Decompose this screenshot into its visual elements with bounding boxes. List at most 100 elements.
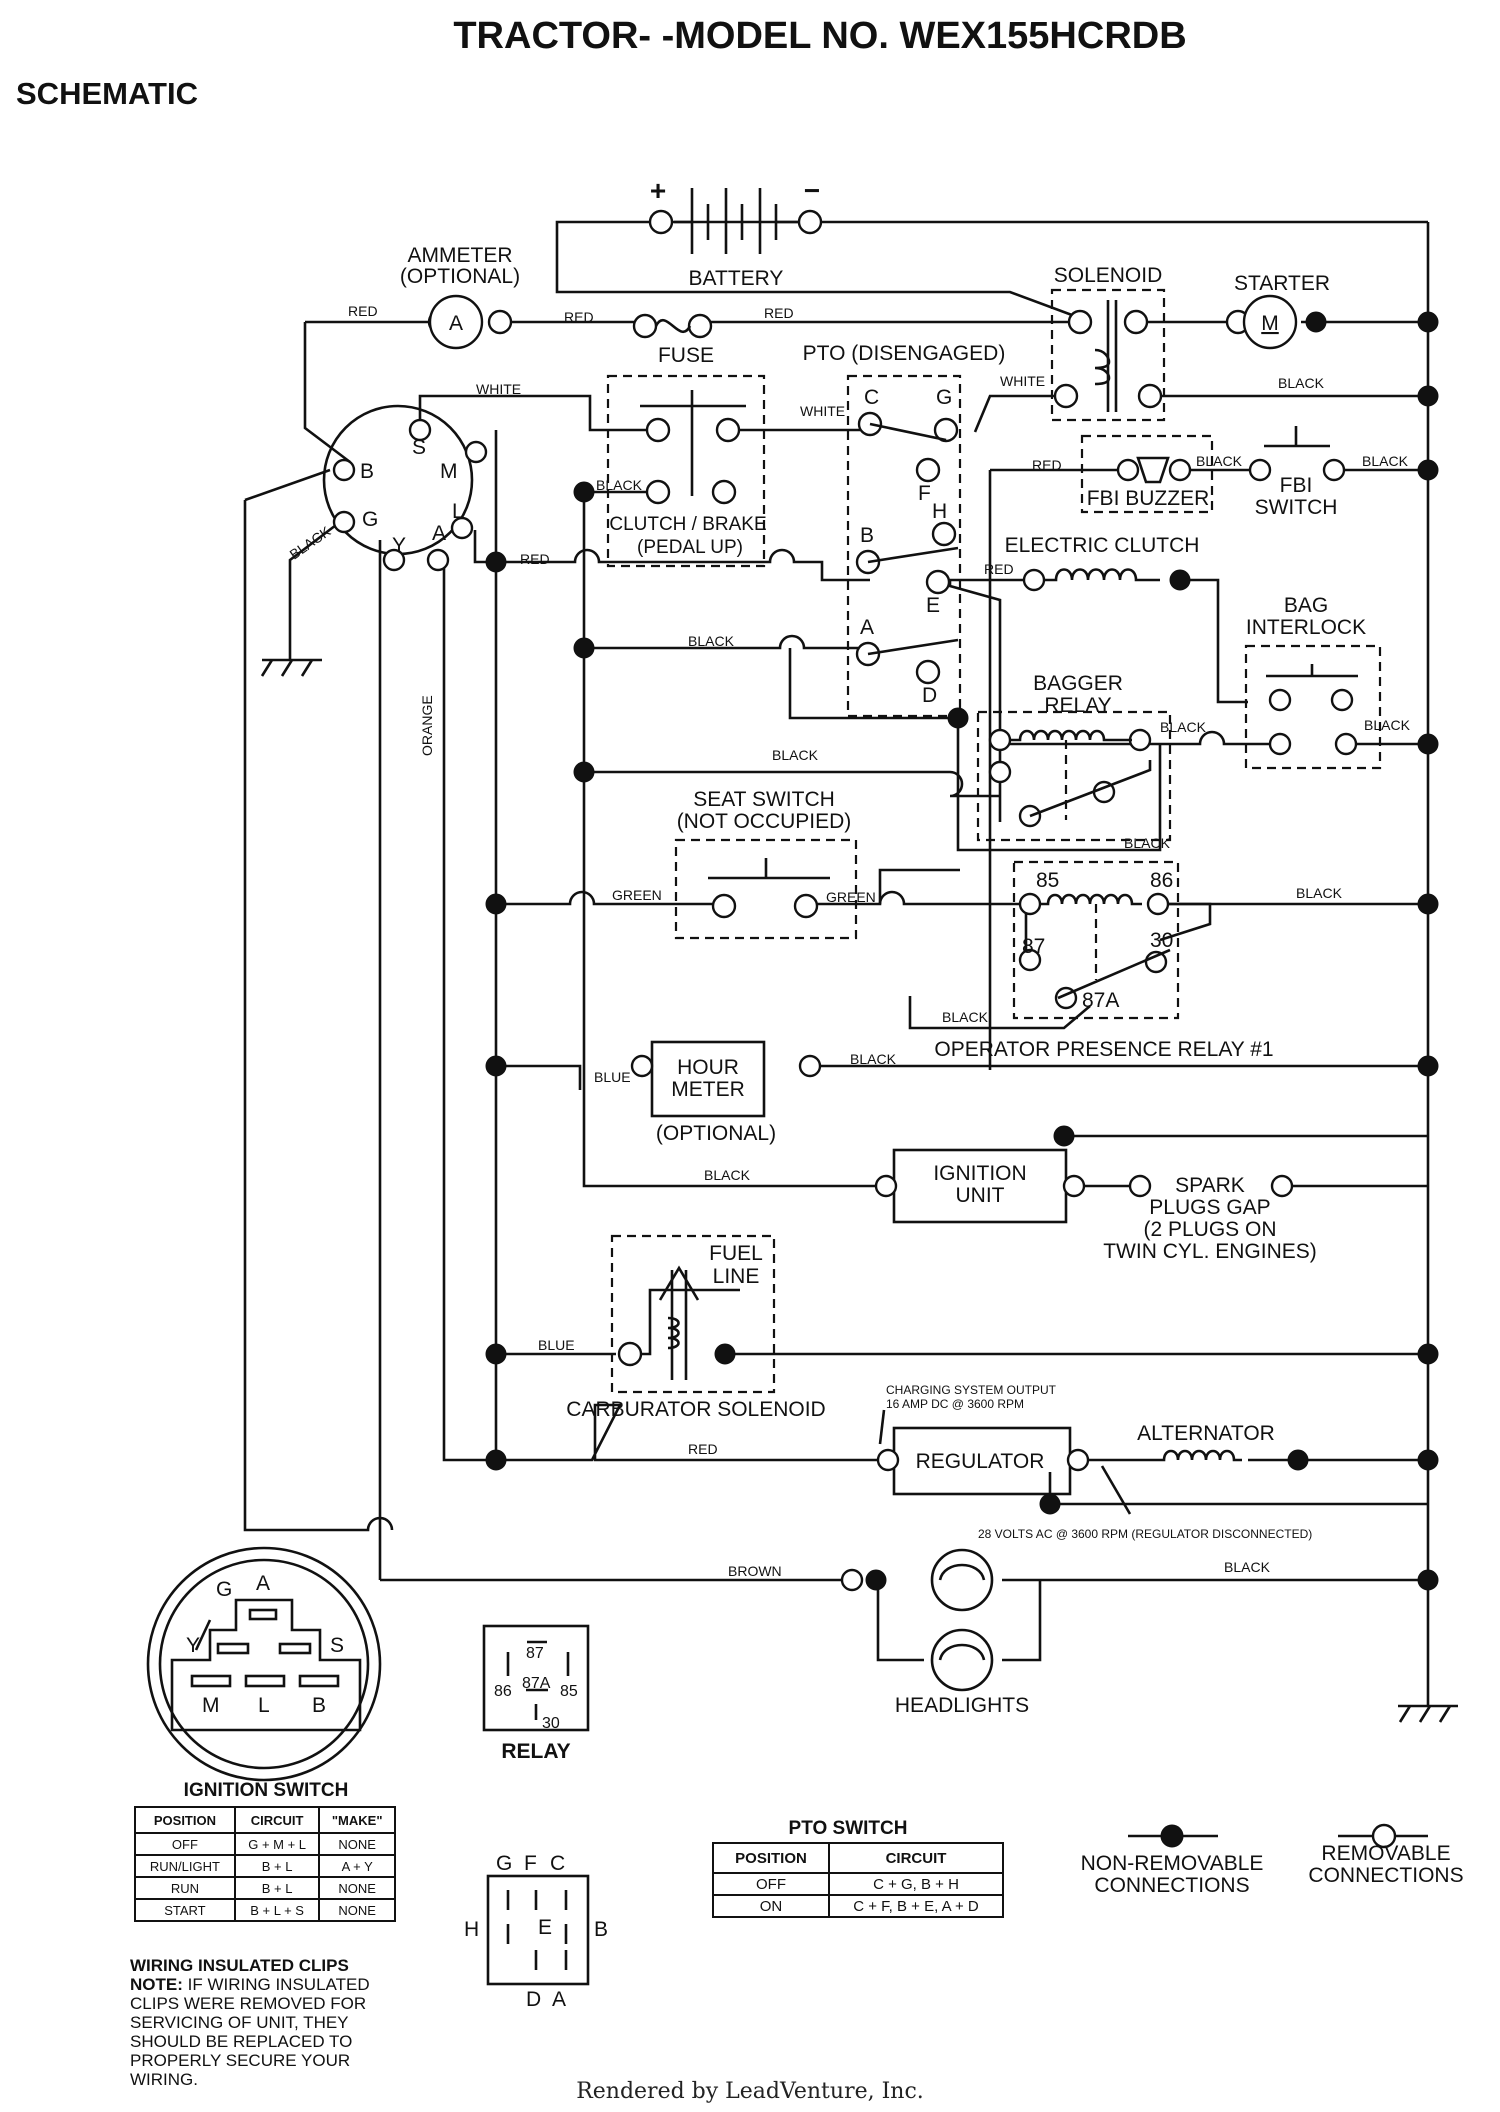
seat-switch: SEAT SWITCH (NOT OCCUPIED) <box>674 788 858 940</box>
ign-term-a: A <box>432 522 446 545</box>
table-row: START B + L + S NONE <box>134 1898 396 1922</box>
wire-blue-1: BLUE <box>594 1069 631 1085</box>
pto-switch: PTO (DISENGAGED) C G F H B E A D <box>803 342 1005 718</box>
pin-30: 30 <box>542 1715 560 1732</box>
starter-motor: M STARTER <box>1225 272 1330 350</box>
ign-cell: B + L <box>233 1854 321 1878</box>
connection-dots <box>485 311 1439 1591</box>
wire-black-10: BLACK <box>1296 885 1343 901</box>
fuse-label: FUSE <box>658 344 714 367</box>
pin-87a: 87A <box>522 1675 551 1692</box>
wire-red-4: RED <box>1032 457 1062 473</box>
ground-symbol <box>260 658 322 677</box>
wire-brown: BROWN <box>728 1563 782 1579</box>
carb-solenoid-label: CARBURATOR SOLENOID <box>566 1398 825 1421</box>
wire-red-6: RED <box>984 561 1014 577</box>
charging-label: CHARGING SYSTEM OUTPUT <box>886 1383 1057 1397</box>
wire-black-3: BLACK <box>1196 453 1243 469</box>
ign-cell: NONE <box>318 1876 396 1900</box>
ammeter-symbol: A <box>449 312 463 335</box>
ign-header-make: "MAKE" <box>318 1806 396 1834</box>
ign-term-g: G <box>362 508 378 531</box>
wiring-clips-body: NOTE: IF WIRING INSULATED CLIPS WERE REM… <box>130 1975 420 2089</box>
pto-cell: C + F, B + E, A + D <box>828 1894 1004 1918</box>
bag-interlock: BAG INTERLOCK <box>1244 594 1382 770</box>
pto-conn-d: D <box>526 1988 541 2011</box>
pto-conn-a: A <box>552 1988 566 2011</box>
clutch-brake-label: CLUTCH / BRAKE <box>609 514 766 535</box>
regulator-label: REGULATOR <box>916 1450 1045 1473</box>
ign-term-b: B <box>360 460 374 483</box>
headlights: HEADLIGHTS <box>840 1548 1029 1717</box>
pto-term-a: A <box>860 616 874 639</box>
solenoid: SOLENOID <box>1050 264 1166 422</box>
pto-term-c: C <box>864 386 879 409</box>
wiring-clips-note: WIRING INSULATED CLIPS NOTE: IF WIRING I… <box>130 1956 420 2089</box>
carburator-solenoid: FUEL LINE CARBURATOR SOLENOID <box>566 1234 826 1421</box>
alternator-label: ALTERNATOR <box>1137 1422 1275 1445</box>
spark-label: SPARK <box>1175 1174 1245 1197</box>
solenoid-label: SOLENOID <box>1054 264 1163 287</box>
wire-white-2: WHITE <box>800 403 845 419</box>
headlights-label: HEADLIGHTS <box>895 1694 1029 1717</box>
fuel-line-sub: LINE <box>713 1265 760 1288</box>
ammeter: A AMMETER (OPTIONAL) <box>400 244 520 350</box>
ign-term-l: L <box>452 500 464 523</box>
ign-header-circuit: CIRCUIT <box>233 1806 321 1834</box>
relay-label: RELAY <box>501 1740 570 1763</box>
wire-labels: RED RED RED WHITE WHITE WHITE BLACK BLAC… <box>287 303 1411 1579</box>
note-label: NOTE: <box>130 1975 183 1994</box>
ignition-unit-sub: UNIT <box>956 1184 1005 1207</box>
pto-term-h: H <box>932 500 947 523</box>
wire-black-4: BLACK <box>1362 453 1409 469</box>
pto-connector-diagram: G F C H E B D A <box>464 1852 608 2011</box>
conn-b: B <box>312 1694 326 1717</box>
electric-clutch-label: ELECTRIC CLUTCH <box>1005 534 1200 557</box>
ign-term-s: S <box>412 436 426 459</box>
pto-header-position: POSITION <box>712 1842 830 1874</box>
ign-cell: B + L <box>233 1876 321 1900</box>
pto-switch-title: PTO SWITCH <box>789 1818 908 1839</box>
ignition-connector-diagram: G A Y S M L B <box>146 1546 382 1782</box>
wire-blue-2: BLUE <box>538 1337 575 1353</box>
spark-label-2: PLUGS GAP <box>1149 1196 1270 1219</box>
wire-black-7: BLACK <box>1160 719 1207 735</box>
wire-red-3: RED <box>764 305 794 321</box>
ignition-unit-label: IGNITION <box>933 1162 1026 1185</box>
fbi-switch-sub: SWITCH <box>1255 496 1338 519</box>
wire-black-2: BLACK <box>596 477 643 493</box>
ign-cell: START <box>134 1898 236 1922</box>
pto-conn-b: B <box>594 1918 608 1941</box>
wire-black-9: BLACK <box>1124 835 1171 851</box>
spark-label-4: TWIN CYL. ENGINES) <box>1103 1240 1317 1263</box>
table-row: RUN/LIGHT B + L A + Y <box>134 1854 396 1878</box>
pto-cell: OFF <box>712 1872 830 1896</box>
conn-m: M <box>202 1694 220 1717</box>
fuse: FUSE <box>632 313 714 367</box>
ign-cell: A + Y <box>318 1854 396 1878</box>
hour-meter-sub: METER <box>671 1078 745 1101</box>
wire-red-5: RED <box>520 551 550 567</box>
fbi-buzzer-label: FBI BUZZER <box>1087 487 1210 510</box>
pto-term-f: F <box>918 482 931 505</box>
legend-removable: REMOVABLE <box>1321 1842 1450 1865</box>
wire-black-11: BLACK <box>942 1009 989 1025</box>
ign-term-m: M <box>440 460 458 483</box>
pto-conn-e: E <box>538 1916 552 1939</box>
wire-white-3: WHITE <box>1000 373 1045 389</box>
conn-s: S <box>330 1634 344 1657</box>
wire-orange: ORANGE <box>419 695 435 756</box>
ign-cell: NONE <box>318 1898 396 1922</box>
ign-cell: B + L + S <box>233 1898 321 1922</box>
pto-conn-h: H <box>464 1918 479 1941</box>
ign-cell: NONE <box>318 1832 396 1856</box>
wire-red-2: RED <box>564 309 594 325</box>
alternator: ALTERNATOR 28 VOLTS AC @ 3600 RPM (REGUL… <box>978 1422 1312 1541</box>
spark-label-3: (2 PLUGS ON <box>1143 1218 1276 1241</box>
table-row: ON C + F, B + E, A + D <box>712 1894 1004 1918</box>
operator-presence-relay: 85 86 87 30 87A OPERATOR PRESENCE RELAY … <box>934 860 1274 1061</box>
legend-removable-2: CONNECTIONS <box>1308 1864 1463 1887</box>
ignition-switch-table: POSITION CIRCUIT "MAKE" OFF G + M + L NO… <box>134 1806 396 1922</box>
electric-clutch: ELECTRIC CLUTCH <box>1005 534 1200 592</box>
